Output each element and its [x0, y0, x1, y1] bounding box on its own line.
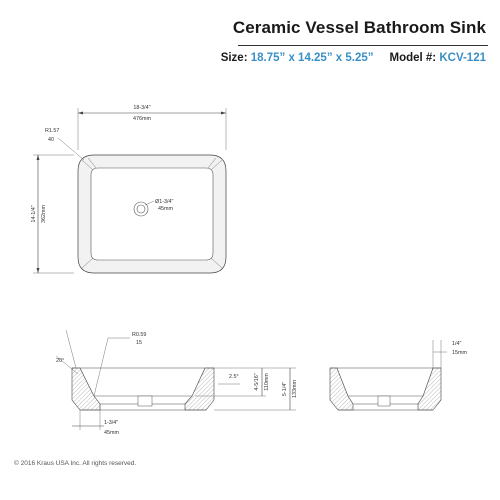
radius-dim-inch: R1.57 — [45, 128, 59, 134]
drain-inner — [136, 204, 146, 214]
slope-dim: 2.5° — [229, 374, 239, 380]
total-height-inch: 5-1/4" — [282, 382, 288, 396]
drain-dim-mm: 45mm — [158, 206, 173, 212]
top-view: Ø1-3/4" 45mm 18-3/4" 476mm R1.57 40 14-1… — [31, 105, 227, 274]
base-dim-inch: 1-3/4" — [104, 420, 118, 426]
inner-height-mm: 110mm — [264, 373, 270, 391]
inner-radius-mm: 15 — [136, 340, 142, 346]
side-section-view: 20° R0.59 15 2.5° 4-5/16" 110mm 5-1/4" 1… — [55, 329, 298, 436]
model-value: KCV-121 — [439, 52, 486, 64]
depth-dim-inch: 14-1/4" — [31, 205, 37, 222]
drain-dim-inch: Ø1-3/4" — [155, 199, 173, 205]
angle-dim: 20° — [56, 358, 64, 364]
title-divider — [238, 45, 488, 46]
rim-dim-mm: 15mm — [452, 350, 467, 356]
drain-leader — [144, 200, 155, 206]
size-label: Size: — [220, 52, 248, 64]
model-label: Model #: — [389, 52, 437, 64]
corner-bevels — [81, 157, 223, 269]
inner-height-inch: 4-5/16" — [254, 373, 260, 390]
depth-dim-mm: 362mm — [41, 205, 47, 223]
total-height-mm: 133mm — [292, 380, 298, 398]
width-dim-inch: 18-3/4" — [133, 105, 150, 111]
rim-dim-inch: 1/4" — [452, 341, 461, 347]
product-title: Ceramic Vessel Bathroom Sink — [232, 18, 486, 37]
end-section-view: 1/4" 15mm — [329, 340, 467, 411]
base-dim-mm: 45mm — [104, 430, 119, 436]
basin-floor — [79, 367, 206, 397]
spec-line: Size: 18.75” x 14.25” x 5.25” Model #: K… — [221, 52, 486, 64]
inner-radius-inch: R0.59 — [132, 332, 146, 338]
sink-inner-basin — [90, 167, 214, 261]
width-dim-mm: 476mm — [133, 116, 151, 122]
size-value: 18.75” x 14.25” x 5.25” — [250, 52, 374, 64]
radius-dim-mm: 40 — [48, 137, 54, 143]
end-drain-hole — [377, 395, 391, 407]
drain-hole-section — [137, 395, 153, 407]
copyright-notice: © 2016 Kraus USA Inc. All rights reserve… — [14, 460, 137, 467]
